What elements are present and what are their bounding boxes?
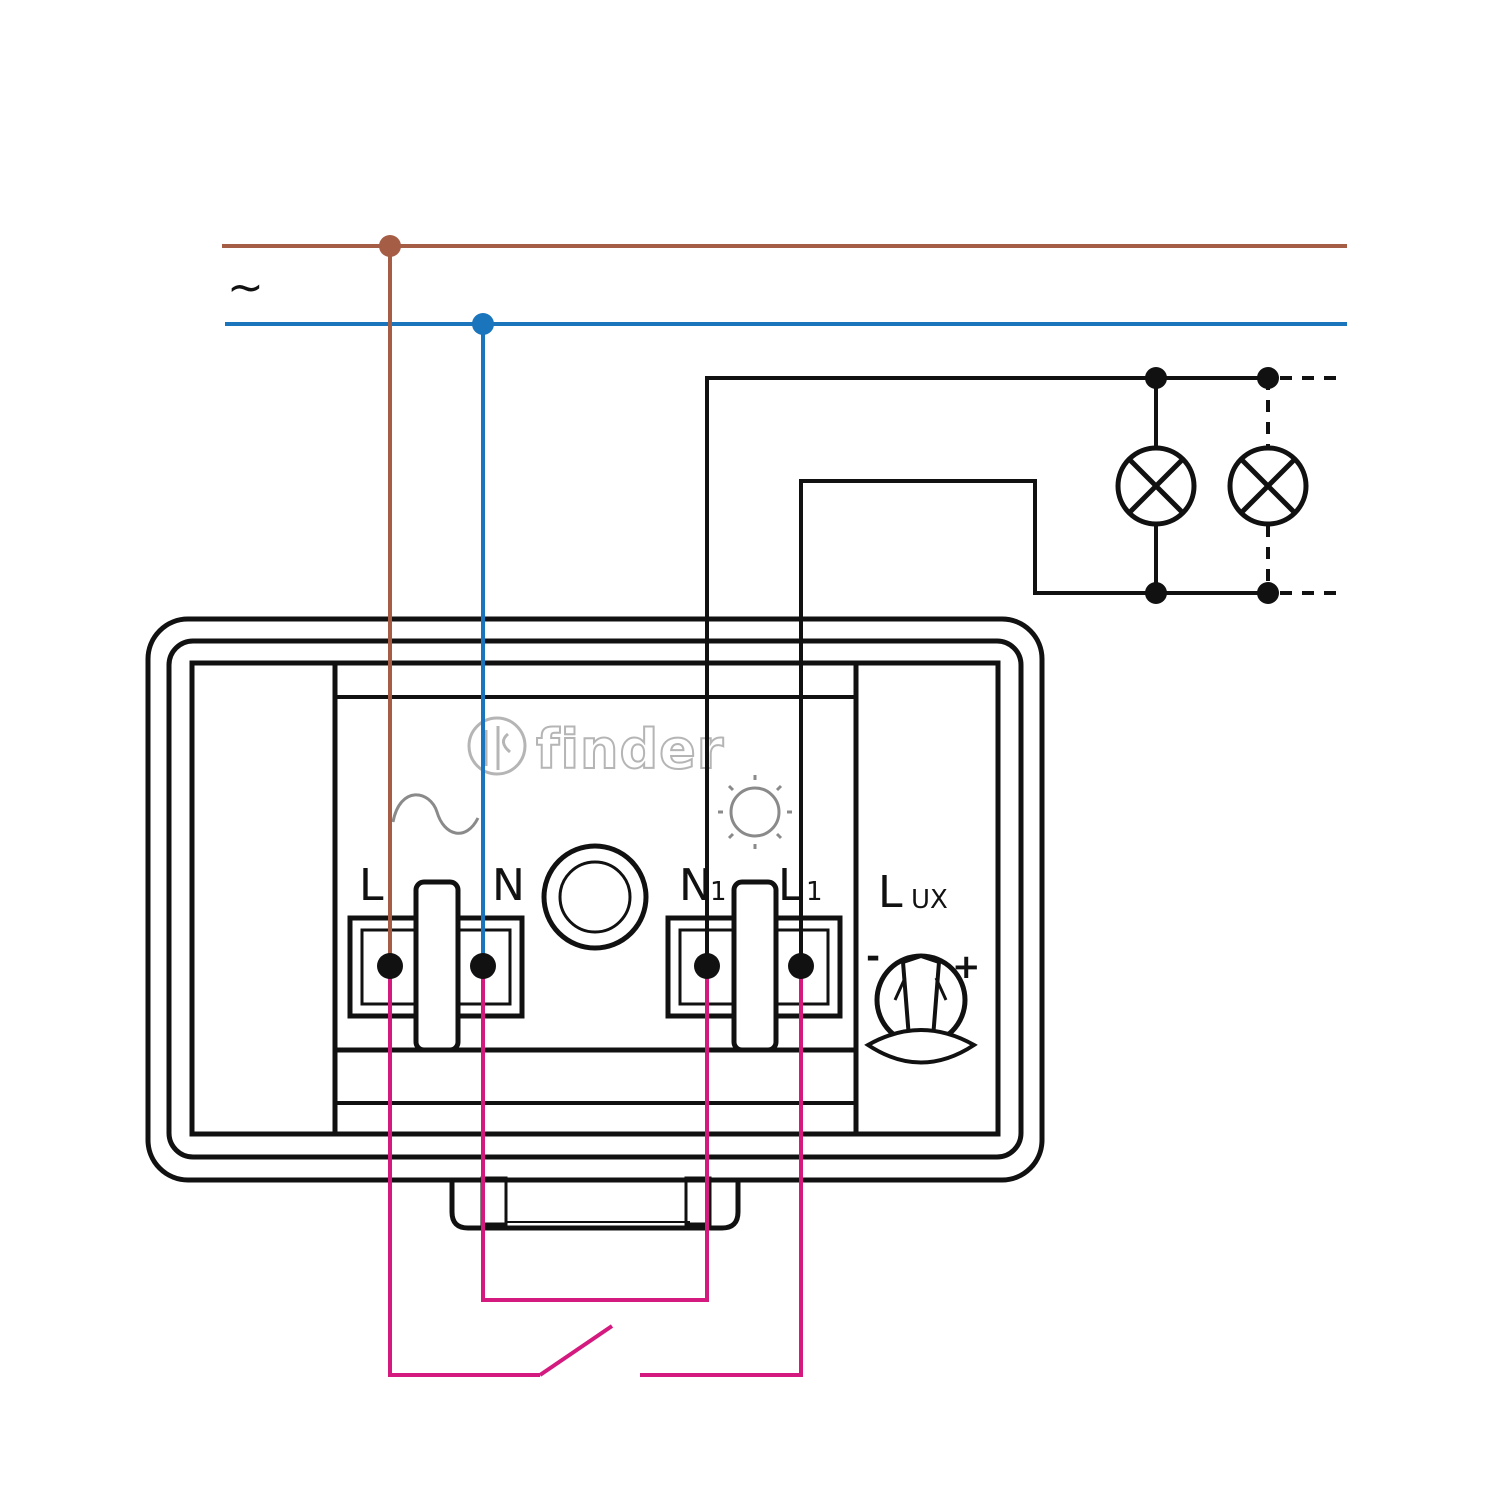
- n-to-n1-wire: [481, 966, 709, 1302]
- load-junctions: [1145, 367, 1279, 604]
- brand-name: finder: [536, 718, 724, 781]
- screw-n: [470, 953, 496, 979]
- terminal-screws: [377, 953, 814, 979]
- screw-l: [377, 953, 403, 979]
- phase-junction: [379, 235, 401, 257]
- device-housing: [145, 616, 1045, 1231]
- lux-label: L: [878, 867, 903, 918]
- lux-label-sub: UX: [911, 885, 948, 915]
- knob-icon: [864, 953, 978, 1065]
- housing-inner: [189, 660, 1001, 1137]
- lux-plus: +: [952, 947, 981, 987]
- neutral-junction: [472, 313, 494, 335]
- sun-icon: [718, 775, 792, 849]
- terminal-block-left: [347, 879, 525, 1053]
- switch-icon: [538, 1324, 614, 1377]
- lamp-icon: [1115, 445, 1197, 527]
- n1-wire: [705, 376, 1268, 966]
- supply-symbol: ~: [227, 262, 264, 313]
- sensor-wiring: [388, 966, 803, 1377]
- terminal-label-n: N: [492, 860, 525, 911]
- supply-lines: ~: [222, 244, 1347, 326]
- terminal-label-l1: L: [778, 860, 803, 911]
- housing-middle: [166, 638, 1024, 1160]
- terminal-label-l: L: [359, 860, 384, 911]
- terminal-label-l1-sub: 1: [806, 877, 823, 907]
- bottom-clip: [449, 1180, 741, 1231]
- screw-n1: [694, 953, 720, 979]
- l-to-switch-wire: [388, 966, 540, 1377]
- load-wiring: [705, 376, 1340, 966]
- ac-wave-icon: [391, 793, 480, 835]
- l1-wire: [799, 479, 1268, 966]
- switch-to-l1-wire: [640, 966, 803, 1377]
- finder-logo: finder: [467, 716, 724, 782]
- housing-outer: [145, 616, 1045, 1183]
- screw-l1: [788, 953, 814, 979]
- terminal-label-n1-sub: 1: [710, 877, 727, 907]
- center-window: [541, 843, 649, 951]
- lamp-icon-2: [1227, 445, 1309, 527]
- lux-minus: -: [866, 937, 880, 977]
- terminal-block-right: [665, 879, 843, 1053]
